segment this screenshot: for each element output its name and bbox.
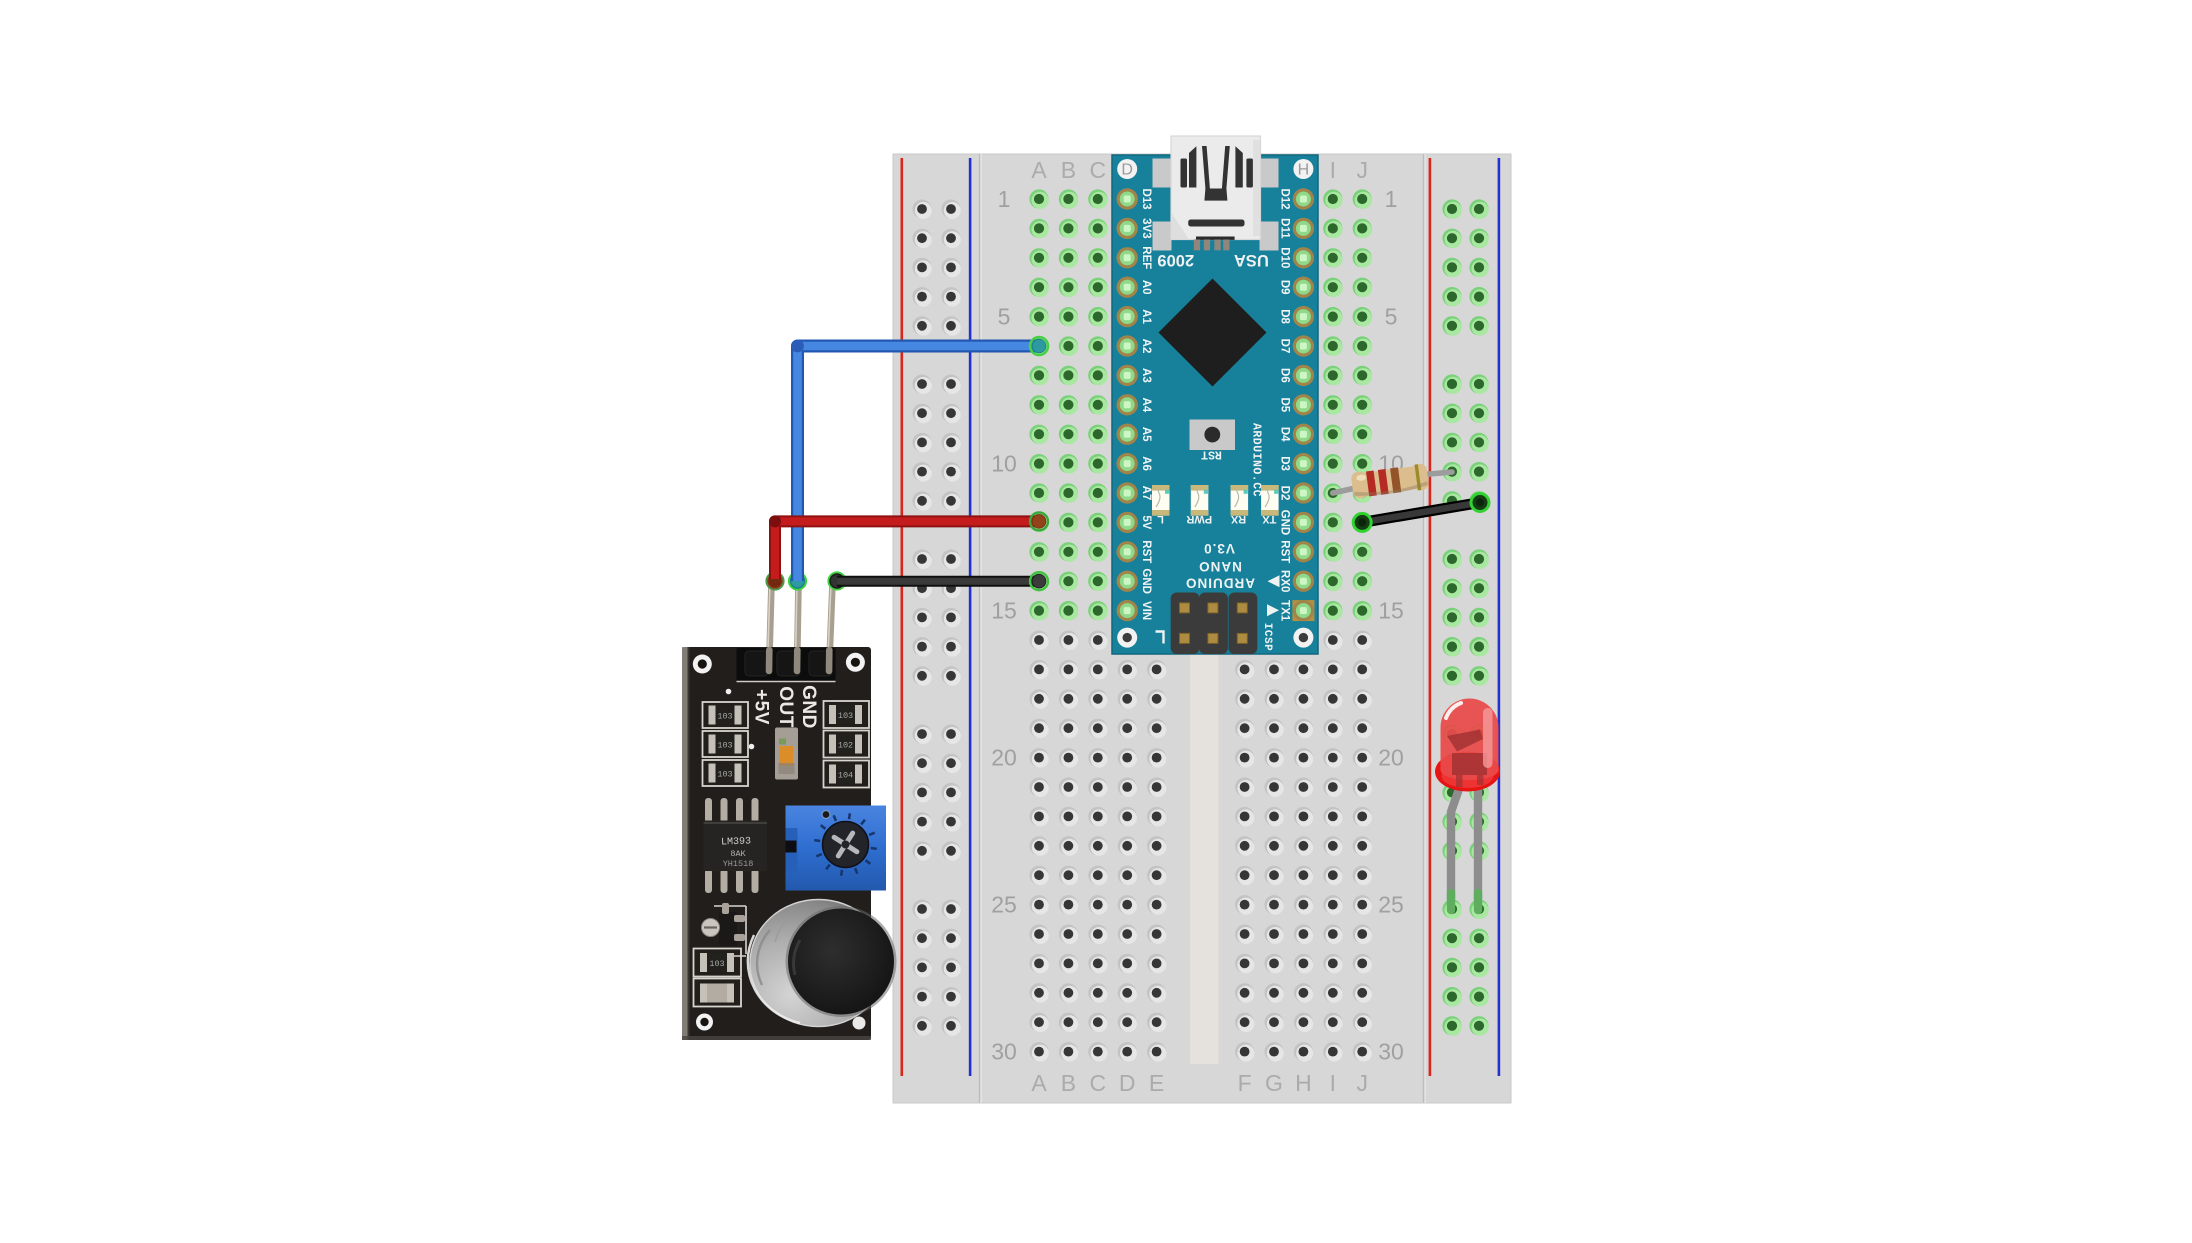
svg-text:GND: GND xyxy=(798,685,819,729)
svg-text:A0: A0 xyxy=(1140,280,1152,295)
svg-text:2009: 2009 xyxy=(1157,251,1194,269)
svg-text:B: B xyxy=(1061,1070,1076,1096)
svg-text:GND: GND xyxy=(1140,568,1152,594)
svg-text:I: I xyxy=(1330,1070,1336,1096)
svg-text:D8: D8 xyxy=(1279,309,1291,324)
svg-text:NANO: NANO xyxy=(1198,559,1242,574)
svg-text:104: 104 xyxy=(838,771,853,781)
svg-text:A: A xyxy=(1031,1070,1047,1096)
svg-text:C: C xyxy=(1089,1070,1106,1096)
svg-text:RST: RST xyxy=(1279,540,1291,563)
svg-text:TX1: TX1 xyxy=(1279,600,1291,622)
svg-text:A1: A1 xyxy=(1140,309,1152,324)
svg-text:103: 103 xyxy=(717,770,732,780)
svg-text:REF: REF xyxy=(1140,246,1152,269)
svg-text:USA: USA xyxy=(1234,251,1269,269)
svg-text:5V: 5V xyxy=(1140,515,1152,529)
svg-text:20: 20 xyxy=(991,745,1017,771)
svg-text:OUT: OUT xyxy=(775,686,796,728)
svg-text:D: D xyxy=(1119,1070,1136,1096)
svg-text:A: A xyxy=(1031,157,1047,183)
svg-text:103: 103 xyxy=(717,741,732,751)
svg-text:15: 15 xyxy=(1378,598,1404,624)
svg-text:ICSP: ICSP xyxy=(1261,623,1273,651)
svg-text:A3: A3 xyxy=(1140,368,1152,383)
svg-text:I: I xyxy=(1330,157,1336,183)
svg-text:+5V: +5V xyxy=(750,689,771,725)
svg-text:F: F xyxy=(1238,1070,1252,1096)
svg-text:LM393: LM393 xyxy=(721,836,751,848)
svg-text:30: 30 xyxy=(1378,1039,1404,1065)
svg-text:A2: A2 xyxy=(1140,339,1152,354)
svg-text:A4: A4 xyxy=(1140,397,1152,412)
svg-text:ARDUINO.CC: ARDUINO.CC xyxy=(1250,423,1263,497)
svg-text:30: 30 xyxy=(991,1039,1017,1065)
svg-text:10: 10 xyxy=(991,451,1017,477)
svg-text:RST: RST xyxy=(1140,540,1152,563)
svg-text:20: 20 xyxy=(1378,745,1404,771)
svg-text:B: B xyxy=(1061,157,1076,183)
svg-text:J: J xyxy=(1356,1070,1368,1096)
svg-text:103: 103 xyxy=(709,959,724,969)
svg-text:L: L xyxy=(1157,513,1164,525)
svg-text:G: G xyxy=(1265,1070,1283,1096)
svg-text:D3: D3 xyxy=(1279,456,1291,471)
svg-text:D5: D5 xyxy=(1279,397,1291,412)
svg-text:15: 15 xyxy=(991,598,1017,624)
svg-text:5: 5 xyxy=(1385,304,1398,330)
svg-text:1: 1 xyxy=(1385,186,1398,212)
svg-text:D7: D7 xyxy=(1279,339,1291,354)
svg-text:TX: TX xyxy=(1262,513,1277,525)
svg-text:D2: D2 xyxy=(1279,486,1291,501)
svg-text:D11: D11 xyxy=(1279,218,1291,239)
svg-text:E: E xyxy=(1149,1070,1164,1096)
svg-text:YH1518: YH1518 xyxy=(723,859,754,869)
svg-text:D4: D4 xyxy=(1279,427,1291,442)
svg-text:RST: RST xyxy=(1201,448,1222,461)
svg-text:D13: D13 xyxy=(1140,188,1152,209)
svg-text:A5: A5 xyxy=(1140,427,1152,442)
svg-text:D: D xyxy=(1121,162,1133,179)
svg-text:25: 25 xyxy=(991,892,1017,918)
svg-text:V3.0: V3.0 xyxy=(1203,541,1235,556)
svg-text:103: 103 xyxy=(838,711,853,721)
svg-text:25: 25 xyxy=(1378,892,1404,918)
svg-text:8AK: 8AK xyxy=(730,849,746,859)
svg-text:D9: D9 xyxy=(1279,280,1291,295)
svg-text:A6: A6 xyxy=(1140,456,1152,471)
svg-text:5: 5 xyxy=(998,304,1011,330)
svg-text:1: 1 xyxy=(998,186,1011,212)
svg-text:RX: RX xyxy=(1230,513,1246,525)
svg-text:D12: D12 xyxy=(1279,188,1291,209)
svg-text:RX0: RX0 xyxy=(1279,570,1291,592)
svg-text:ARDUINO: ARDUINO xyxy=(1185,576,1255,591)
svg-text:D6: D6 xyxy=(1279,368,1291,383)
svg-text:PWR: PWR xyxy=(1186,513,1212,525)
svg-text:GND: GND xyxy=(1279,510,1291,536)
svg-text:H: H xyxy=(1295,1070,1312,1096)
svg-text:102: 102 xyxy=(838,741,853,751)
svg-text:3V3: 3V3 xyxy=(1140,218,1152,238)
svg-text:VIN: VIN xyxy=(1140,601,1152,620)
svg-text:C: C xyxy=(1089,157,1106,183)
svg-text:D10: D10 xyxy=(1279,247,1291,268)
svg-text:103: 103 xyxy=(717,712,732,722)
svg-text:H: H xyxy=(1298,162,1310,179)
svg-text:J: J xyxy=(1356,157,1368,183)
svg-text:A7: A7 xyxy=(1140,486,1152,501)
